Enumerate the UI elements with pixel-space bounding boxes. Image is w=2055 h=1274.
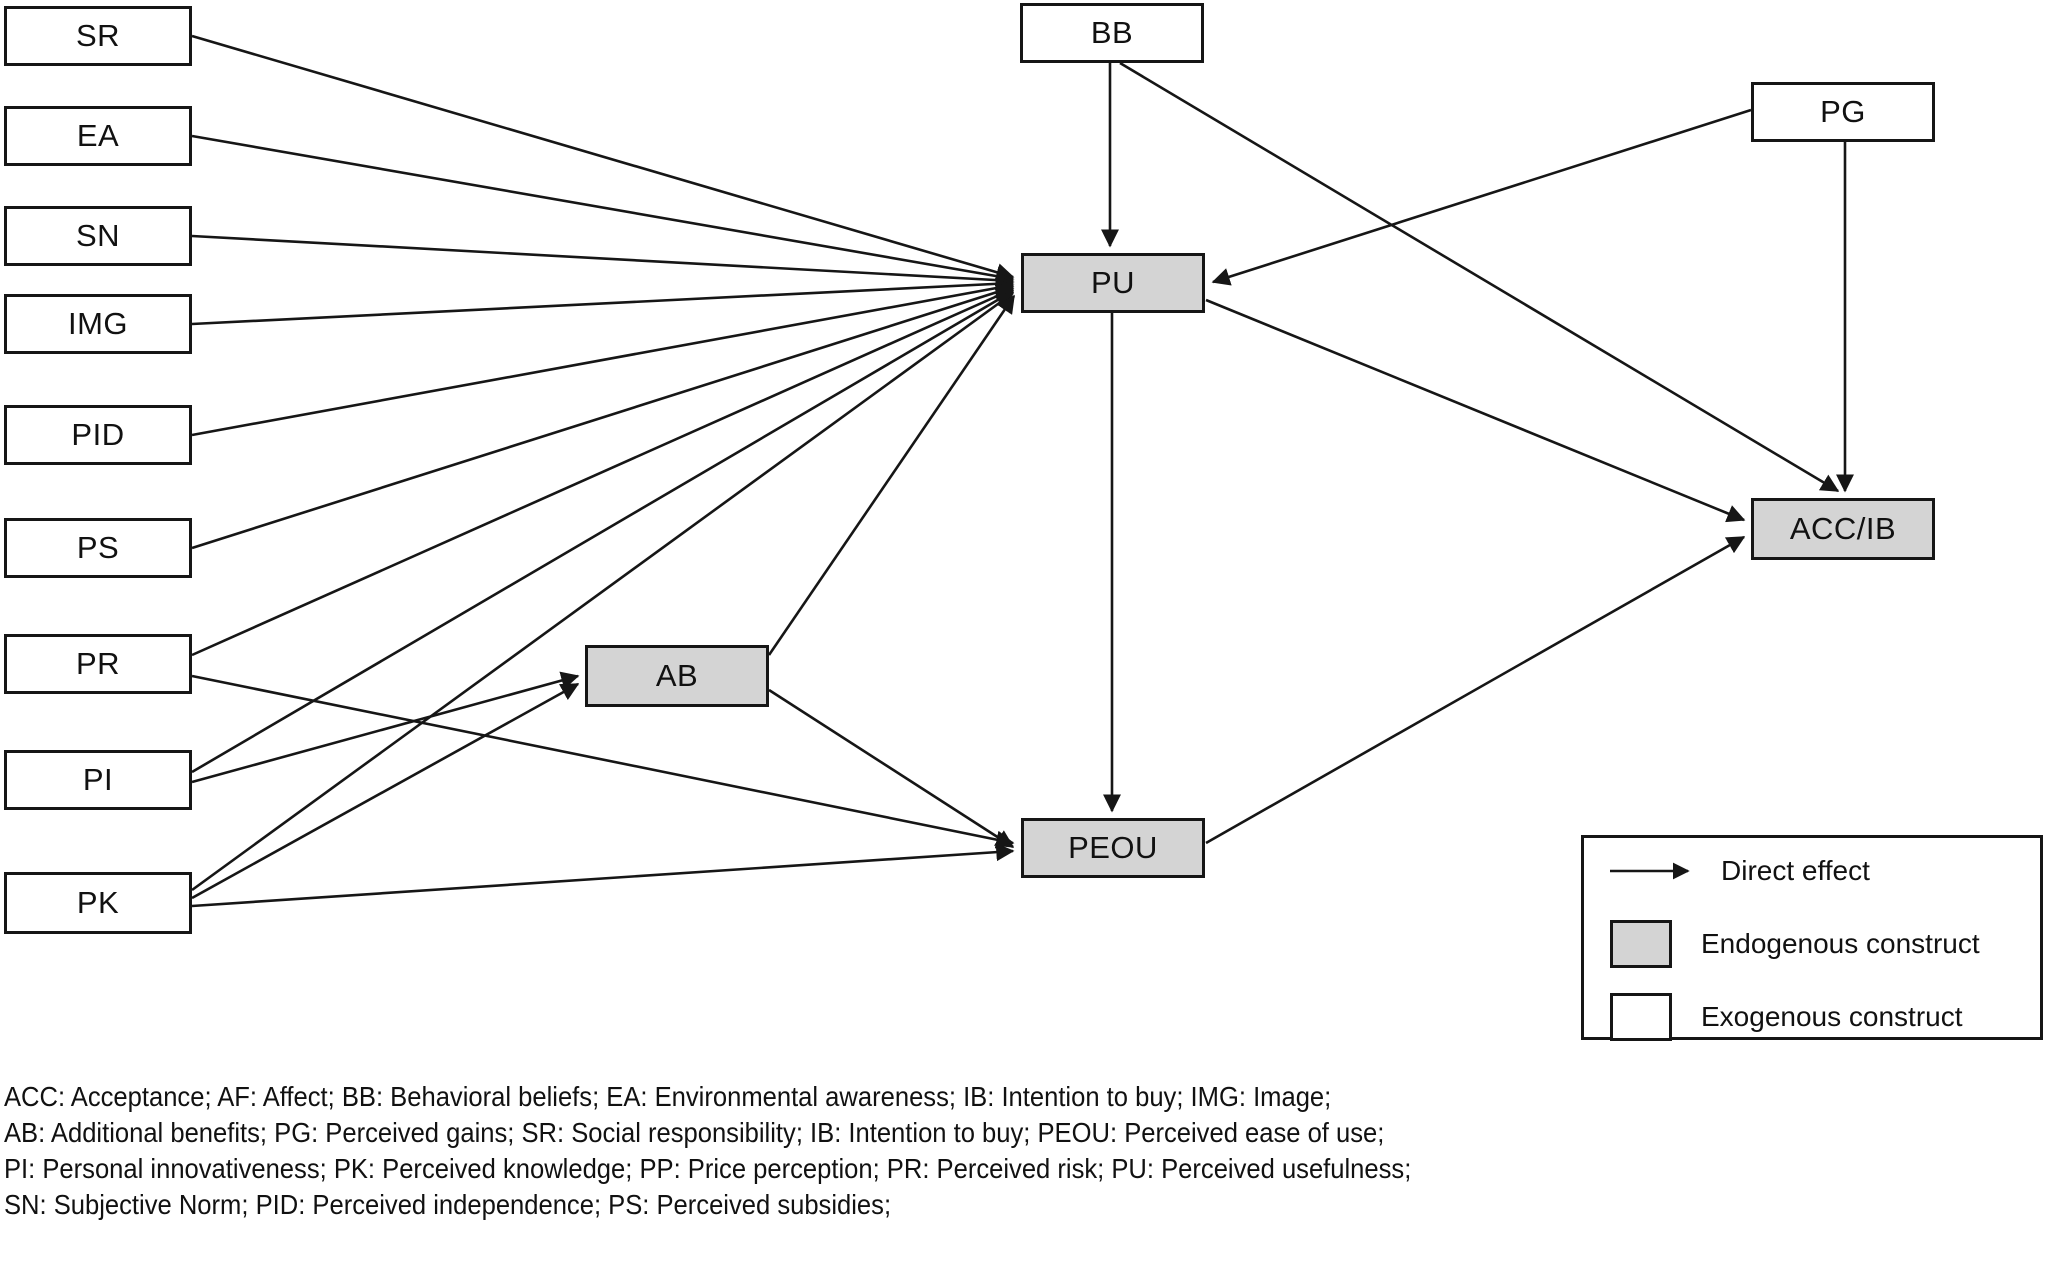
node-peou[interactable]: PEOU — [1021, 818, 1205, 878]
caption-line: SN: Subjective Norm; PID: Perceived inde… — [4, 1189, 892, 1220]
node-pi[interactable]: PI — [4, 750, 192, 810]
node-label: EA — [76, 118, 120, 153]
caption-line: ACC: Acceptance; AF: Affect; BB: Behavio… — [4, 1081, 1332, 1112]
edge-pid-pu — [191, 279, 1015, 437]
legend-label: Direct effect — [1721, 855, 1870, 886]
legend-panel: Direct effect Endogenous construct Exoge… — [1581, 835, 2043, 1041]
edge-pr-peou — [191, 674, 1015, 849]
legend-item-endogenous: Endogenous construct — [1610, 920, 1980, 968]
node-acc-ib[interactable]: ACC/IB — [1751, 498, 1935, 560]
edge-sr-pu — [191, 34, 1015, 282]
node-pk[interactable]: PK — [4, 872, 192, 934]
exogenous-swatch-icon — [1610, 993, 1672, 1041]
node-label: SR — [75, 18, 121, 53]
endogenous-swatch-icon — [1610, 920, 1672, 968]
node-pr[interactable]: PR — [4, 634, 192, 694]
edge-ab-peou — [768, 688, 1015, 849]
edge-pi-pu — [191, 289, 1015, 774]
edge-pu-accib — [1205, 298, 1746, 523]
node-label: PR — [75, 646, 121, 681]
node-label: PK — [76, 885, 120, 920]
edge-sn-pu — [191, 234, 1015, 290]
node-label: PI — [82, 762, 114, 797]
node-label: PEOU — [1068, 830, 1158, 865]
edge-ea-pu — [191, 134, 1015, 286]
node-ea[interactable]: EA — [4, 106, 192, 166]
edge-pk-ab — [191, 682, 580, 900]
caption-line: AB: Additional benefits; PG: Perceived g… — [4, 1117, 1385, 1148]
direct-effect-arrow-icon — [1610, 862, 1690, 880]
node-ab[interactable]: AB — [585, 645, 769, 707]
node-label: SN — [75, 218, 121, 253]
legend-item-direct-effect: Direct effect — [1608, 855, 1870, 887]
node-label: IMG — [67, 306, 129, 341]
edge-ps-pu — [191, 283, 1015, 550]
legend-label: Endogenous construct — [1701, 928, 1980, 959]
edge-peou-accib — [1205, 535, 1746, 845]
node-sn[interactable]: SN — [4, 206, 192, 266]
node-ps[interactable]: PS — [4, 518, 192, 578]
node-label: PS — [76, 530, 120, 565]
edge-bb-accib — [1119, 61, 1840, 493]
legend-item-exogenous: Exogenous construct — [1610, 993, 1963, 1041]
legend-label: Exogenous construct — [1701, 1001, 1963, 1032]
node-pid[interactable]: PID — [4, 405, 192, 465]
node-label: AB — [655, 658, 699, 693]
edge-img-pu — [191, 274, 1015, 326]
edge-pi-ab — [191, 671, 580, 784]
edge-pk-pu — [191, 291, 1015, 892]
node-pg[interactable]: PG — [1751, 82, 1935, 142]
node-pu[interactable]: PU — [1021, 253, 1205, 313]
node-label: BB — [1090, 15, 1134, 50]
edge-ab-pu — [767, 294, 1016, 656]
node-label: PG — [1820, 94, 1866, 129]
abbreviation-caption: ACC: Acceptance; AF: Affect; BB: Behavio… — [4, 1079, 1901, 1223]
node-label: PID — [71, 417, 125, 452]
node-label: ACC/IB — [1789, 511, 1897, 546]
edge-pg-pu — [1211, 108, 1752, 286]
caption-line: PI: Personal innovativeness; PK: Perceiv… — [4, 1153, 1412, 1184]
node-label: PU — [1090, 265, 1136, 300]
edge-pr-pu — [191, 287, 1015, 657]
edge-pk-peou — [191, 843, 1015, 908]
node-sr[interactable]: SR — [4, 6, 192, 66]
node-img[interactable]: IMG — [4, 294, 192, 354]
node-bb[interactable]: BB — [1020, 3, 1204, 63]
